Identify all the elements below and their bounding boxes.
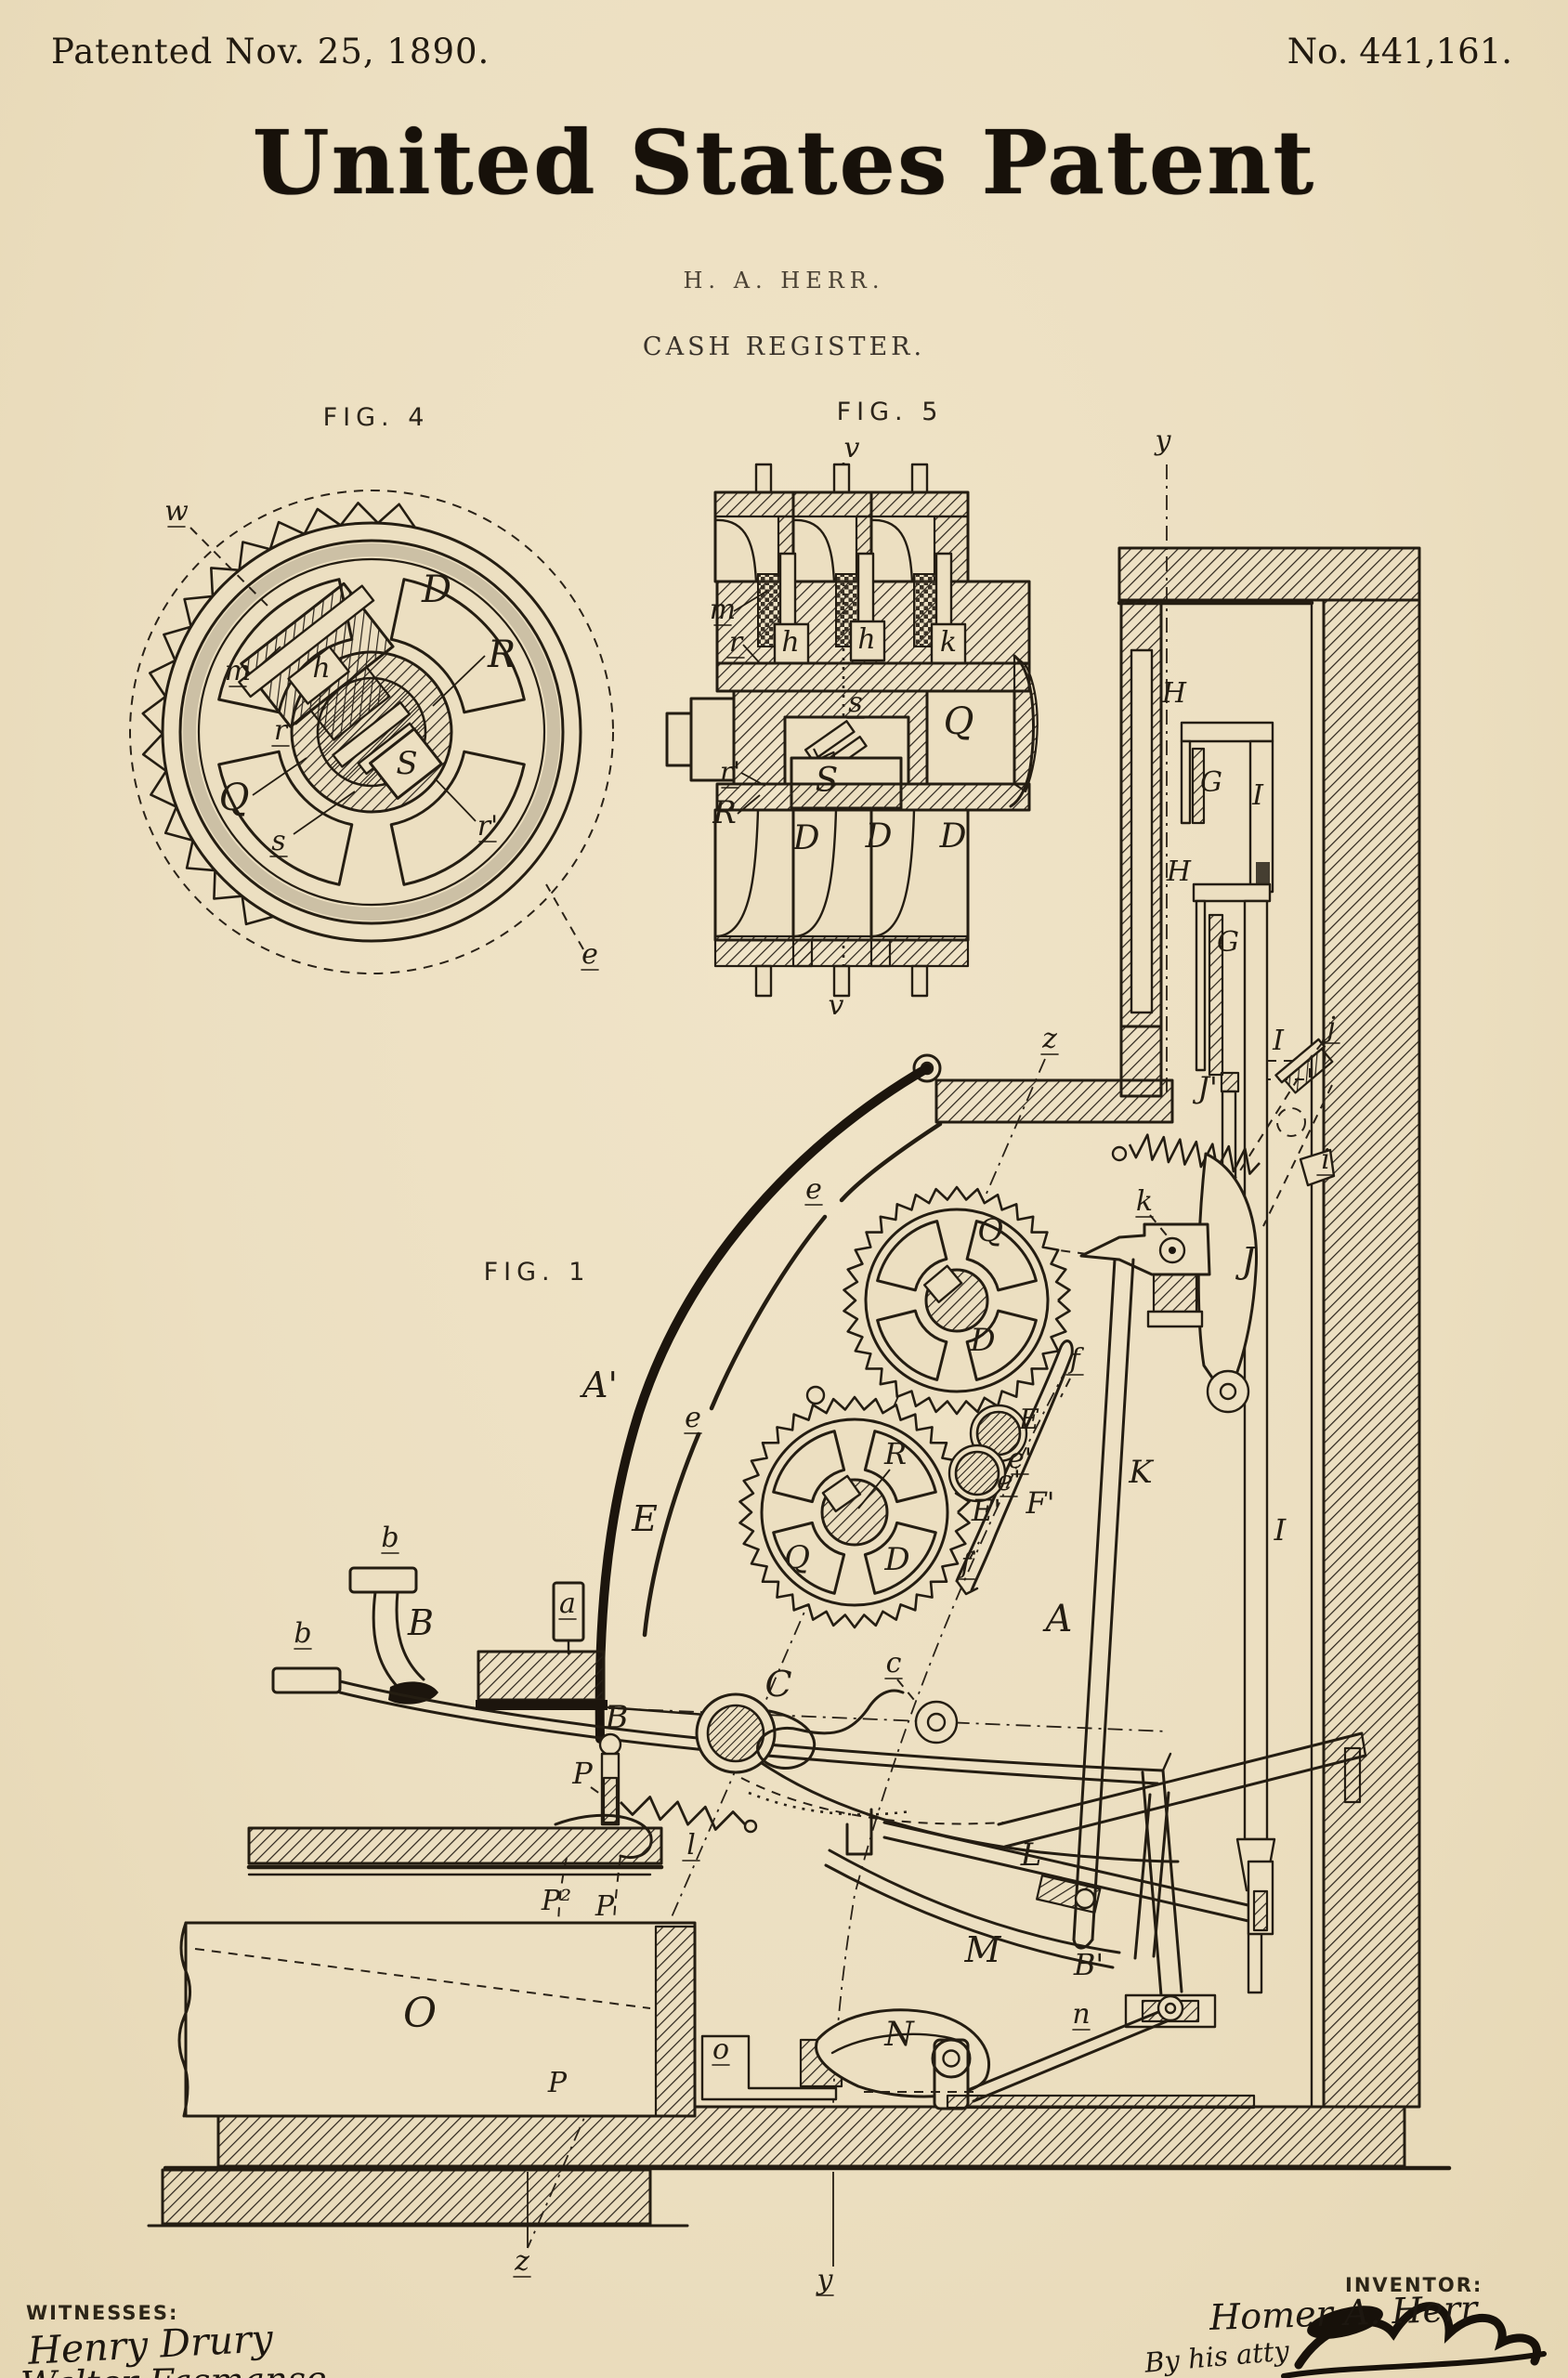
part-label-B': B' xyxy=(1073,1947,1104,1982)
fig1-datum-line xyxy=(587,1707,1169,1731)
part-label-Q: Q xyxy=(784,1539,810,1576)
part-label-P: P xyxy=(595,1890,615,1923)
figure-4: FIG. 4 xyxy=(130,403,613,973)
part-label-E: E xyxy=(631,1498,658,1539)
fig1-lower-gear xyxy=(740,1397,970,1627)
part-label-K: K xyxy=(1128,1454,1155,1491)
part-label-B: B xyxy=(605,1699,629,1736)
part-label-P²: P² xyxy=(541,1885,571,1917)
part-label-o: o xyxy=(712,2033,729,2066)
part-label-P: P xyxy=(571,1756,593,1791)
part-label-D: D xyxy=(969,1322,995,1359)
part-label-D: D xyxy=(792,819,820,857)
part-label-r: r xyxy=(729,626,744,659)
part-label-h: h xyxy=(857,623,875,656)
part-label-v: v xyxy=(844,432,860,464)
part-label-I: I xyxy=(1251,779,1264,812)
part-label-I: I xyxy=(1272,1025,1285,1057)
part-label-D: D xyxy=(421,568,451,611)
part-label-l: l xyxy=(686,1829,696,1862)
part-label-s: s xyxy=(271,825,285,857)
part-label-R: R xyxy=(883,1436,907,1471)
part-label-z: z xyxy=(514,2245,529,2278)
fig1-link-K xyxy=(1074,1260,1133,1948)
witnesses-heading: WITNESSES: xyxy=(26,2302,178,2324)
part-label-y: y xyxy=(1154,425,1172,457)
part-label-m: m xyxy=(710,594,736,626)
part-label-M: M xyxy=(964,1929,1002,1970)
part-label-f: f xyxy=(1067,1343,1084,1376)
fig1-key-shelf xyxy=(476,1652,706,1715)
part-label-y: y xyxy=(816,2264,834,2296)
fig1-hammer-pawl xyxy=(1059,1135,1260,1412)
part-label-b: b xyxy=(294,1617,311,1650)
part-label-r': r' xyxy=(720,756,741,789)
part-label-S: S xyxy=(816,762,839,800)
part-label-G: G xyxy=(1200,766,1222,799)
part-label-c: c xyxy=(886,1647,902,1679)
part-label-b: b xyxy=(381,1522,399,1554)
part-label-I: I xyxy=(1274,1512,1287,1548)
part-label-r': r' xyxy=(477,810,499,843)
part-label-L: L xyxy=(1020,1836,1042,1874)
part-label-Q: Q xyxy=(219,777,250,819)
part-label-e: e xyxy=(581,938,598,971)
fig1-cash-drawer xyxy=(179,1828,842,2116)
part-label-Q: Q xyxy=(977,1212,1003,1249)
part-label-E: E xyxy=(1018,1404,1039,1436)
part-label-k: k xyxy=(1136,1185,1153,1218)
fig1-caption: FIG. 1 xyxy=(484,1258,591,1287)
part-label-A': A' xyxy=(580,1365,618,1405)
part-label-a: a xyxy=(559,1588,576,1620)
part-label-v: v xyxy=(829,989,844,1022)
part-label-S: S xyxy=(396,745,417,782)
fig1-indicator-brackets xyxy=(1182,723,1310,1993)
part-label-e: e xyxy=(805,1173,822,1206)
part-label-k: k xyxy=(940,626,957,659)
part-label-e: e xyxy=(685,1402,701,1434)
fig5-caption: FIG. 5 xyxy=(837,398,944,426)
part-label-D: D xyxy=(883,1541,909,1578)
fig5-lower-wheels xyxy=(715,810,968,996)
fig4-ratchet-wheel xyxy=(143,503,581,941)
part-label-D: D xyxy=(939,817,967,856)
part-label-m: m xyxy=(225,655,251,687)
fig5-upper-rail xyxy=(717,663,1029,691)
part-label-F': F' xyxy=(1026,1485,1055,1521)
part-label-J': J' xyxy=(1192,1070,1218,1105)
fig1-upper-gear xyxy=(844,1187,1070,1414)
part-label-N: N xyxy=(883,2016,915,2054)
part-label-G: G xyxy=(1217,926,1239,959)
part-label-R: R xyxy=(487,634,516,676)
part-label-n: n xyxy=(1072,1998,1090,2031)
part-label-A: A xyxy=(1042,1598,1073,1640)
part-label-B: B xyxy=(407,1602,434,1643)
part-label-i: i xyxy=(1321,1143,1330,1176)
fig4-caption: FIG. 4 xyxy=(323,403,430,432)
part-label-H: H xyxy=(1161,677,1187,710)
fig5-lower-rail xyxy=(717,784,1029,810)
part-label-H: H xyxy=(1166,856,1192,888)
figure-5: FIG. 5 xyxy=(667,398,1038,1022)
part-label-O: O xyxy=(403,1990,437,2037)
part-label-h: h xyxy=(781,626,799,659)
part-label-E': E' xyxy=(971,1493,1001,1528)
part-label-P: P xyxy=(547,2067,568,2099)
part-label-s: s xyxy=(848,686,862,719)
part-label-h: h xyxy=(312,652,330,685)
part-label-w: w xyxy=(164,495,189,528)
part-label-r: r xyxy=(274,714,289,747)
part-label-R: R xyxy=(712,794,737,831)
fig5-upper-wheels xyxy=(715,464,968,581)
part-label-C: C xyxy=(764,1664,791,1705)
part-label-D: D xyxy=(865,817,893,856)
part-label-Q: Q xyxy=(944,700,974,743)
part-label-z: z xyxy=(1041,1023,1057,1055)
